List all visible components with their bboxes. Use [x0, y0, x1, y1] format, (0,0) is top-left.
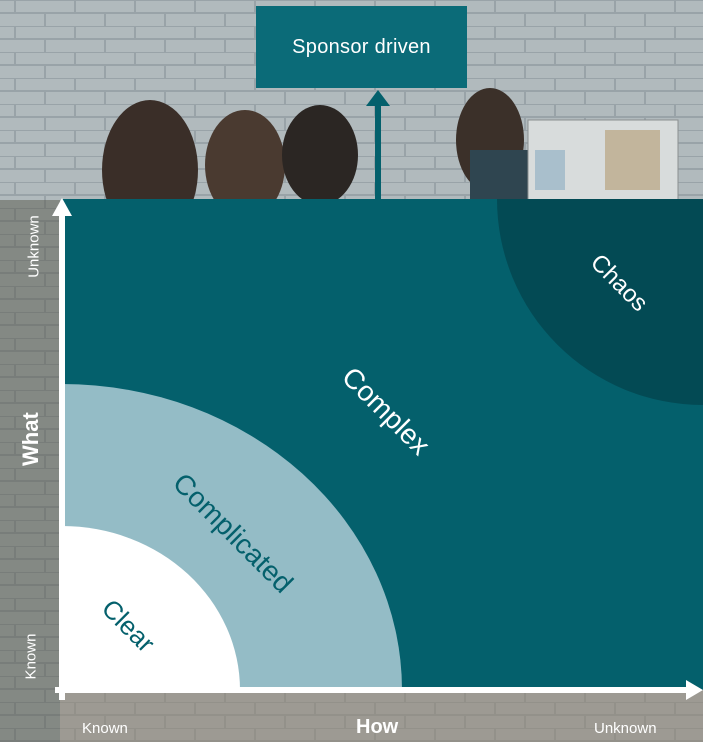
chaos-region	[497, 199, 703, 405]
sponsor-driven-box: Sponsor driven	[256, 6, 467, 88]
y-axis-low-label: Known	[22, 633, 40, 680]
x-axis-high-label: Unknown	[594, 720, 657, 737]
x-axis-arrowhead	[686, 680, 703, 700]
sponsor-arrow-head	[366, 90, 390, 106]
y-axis-title: What	[18, 412, 43, 466]
x-axis-low-label: Known	[82, 720, 128, 737]
clear-region	[62, 526, 240, 690]
y-axis-high-label: Unknown	[25, 215, 43, 278]
y-axis-arrowhead	[52, 198, 72, 216]
x-axis-title: How	[356, 716, 399, 738]
sponsor-driven-label: Sponsor driven	[292, 35, 431, 58]
